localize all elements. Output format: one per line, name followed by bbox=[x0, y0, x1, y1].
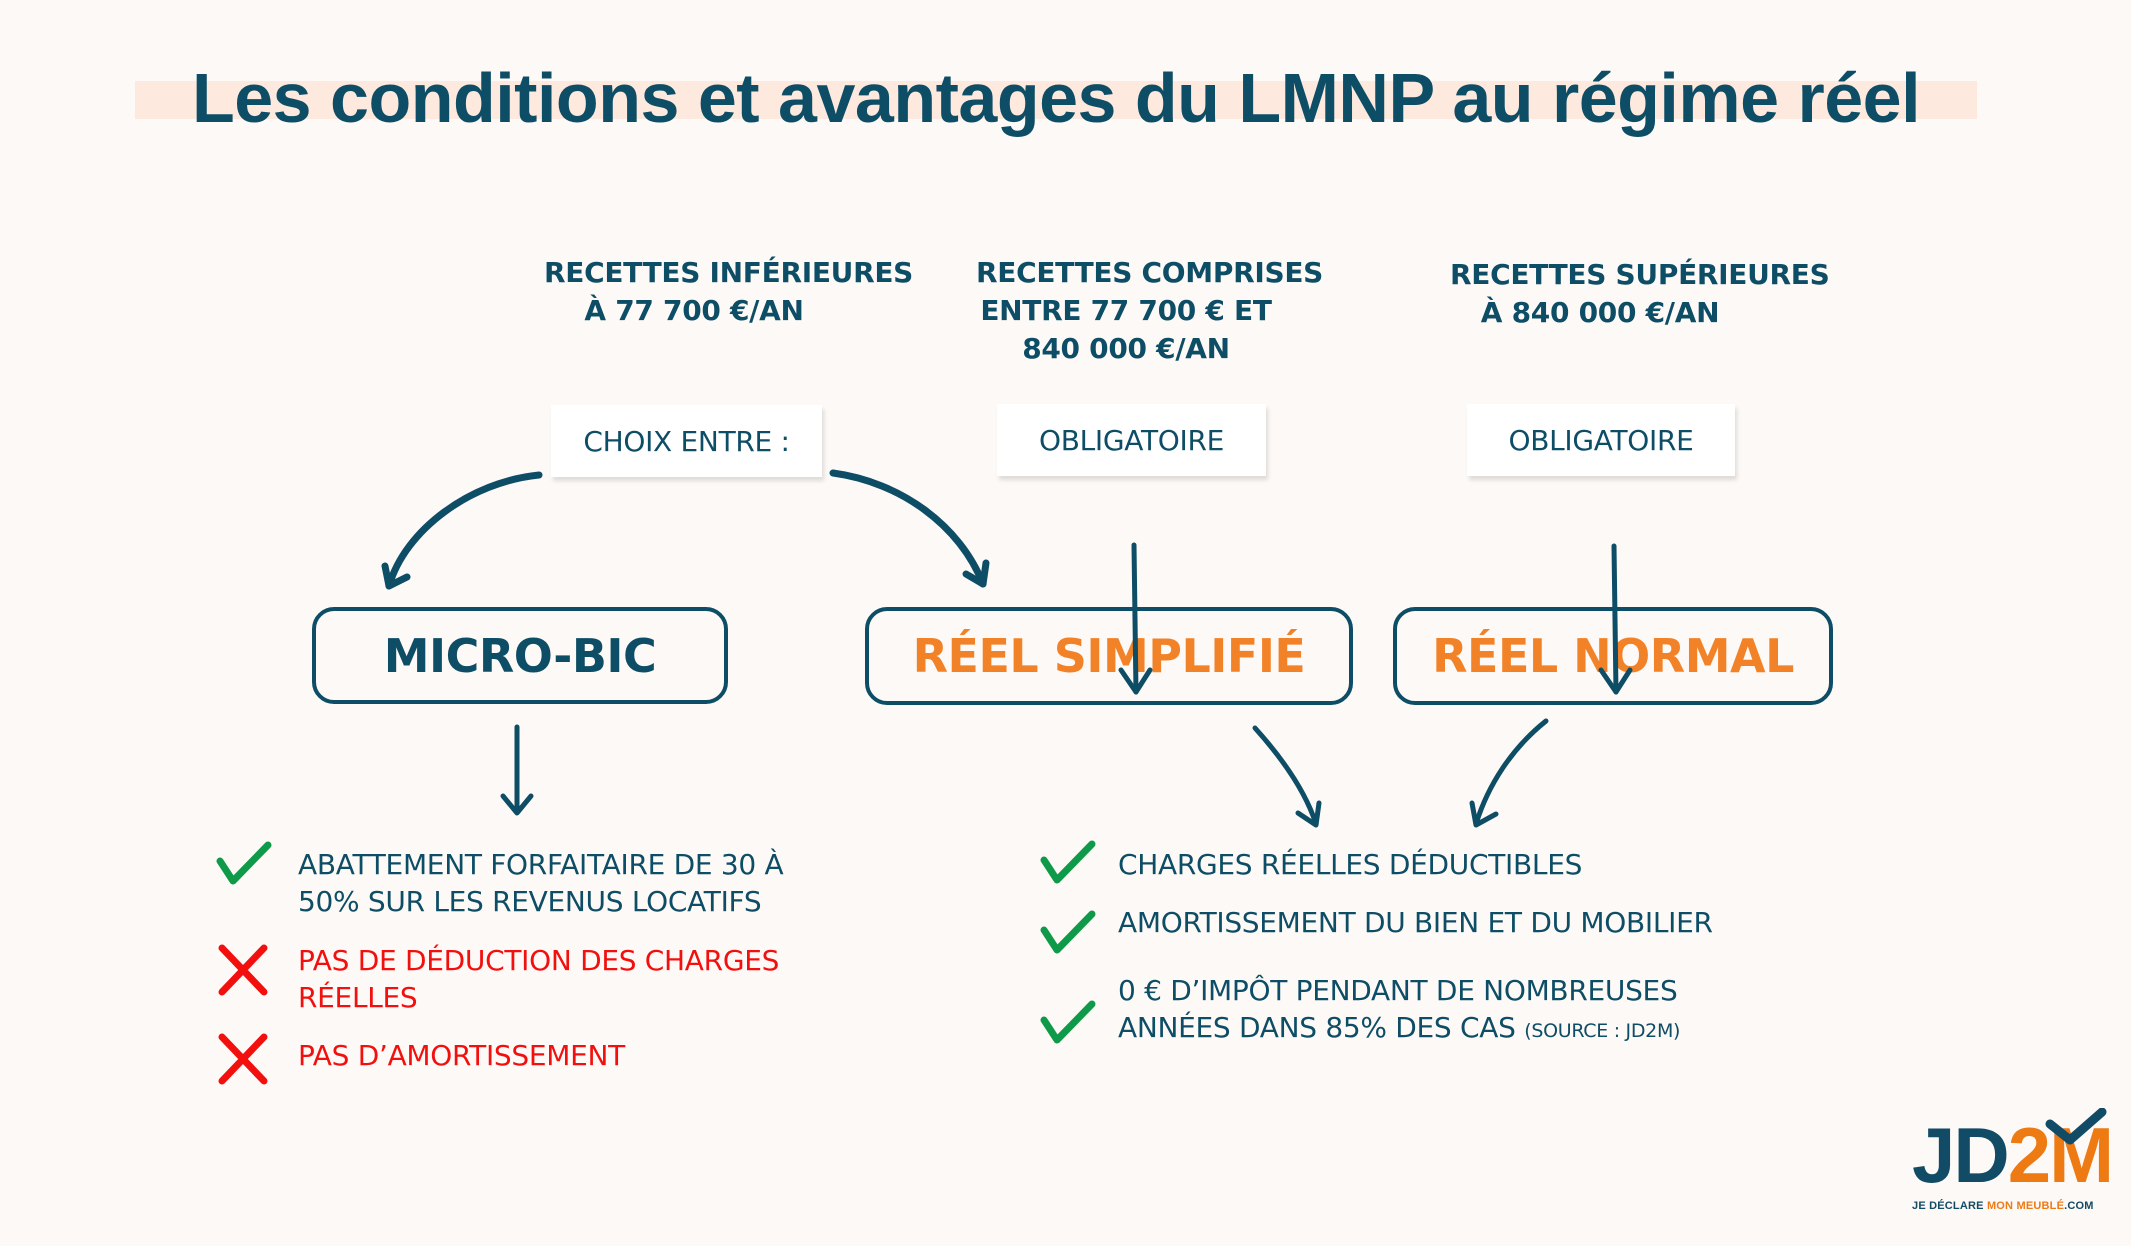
page-title: Les conditions et avantages du LMNP au r… bbox=[191, 59, 1921, 137]
list-item: ABATTEMENT FORFAITAIRE DE 30 À 50% SUR L… bbox=[216, 840, 916, 938]
item-line: 50% SUR LES REVENUS LOCATIFS bbox=[298, 885, 762, 918]
list-item: CHARGES RÉELLES DÉDUCTIBLES bbox=[1040, 840, 1940, 910]
item-line: AMORTISSEMENT DU BIEN ET DU MOBILIER bbox=[1118, 906, 1713, 939]
logo-tagline: JE DÉCLARE MON MEUBLÉ.COM bbox=[1912, 1200, 2122, 1212]
check-icon bbox=[216, 841, 272, 885]
regime-label: RÉEL SIMPLIFIÉ bbox=[912, 629, 1306, 683]
tagline-part: JE DÉCLARE bbox=[1912, 1200, 1987, 1212]
item-text: ABATTEMENT FORFAITAIRE DE 30 À 50% SUR L… bbox=[298, 846, 784, 920]
item-line: 0 € D’IMPÔT PENDANT DE NOMBREUSES bbox=[1118, 974, 1678, 1007]
item-text: PAS D’AMORTISSEMENT bbox=[298, 1037, 625, 1074]
logo-text-jd: JD bbox=[1912, 1111, 2010, 1199]
mandatory-tag-normal: OBLIGATOIRE bbox=[1467, 404, 1735, 476]
condition-line: ENTRE 77 700 € ET bbox=[980, 294, 1272, 327]
cross-icon bbox=[218, 944, 268, 996]
regime-micro-bic: MICRO-BIC bbox=[312, 607, 728, 704]
condition-line: RECETTES COMPRISES bbox=[976, 256, 1324, 289]
item-line: ANNÉES DANS 85% DES CAS (SOURCE : JD2M) bbox=[1118, 1009, 1680, 1050]
list-item: PAS DE DÉDUCTION DES CHARGES RÉELLES bbox=[216, 938, 916, 1037]
item-line: PAS DE DÉDUCTION DES CHARGES bbox=[298, 944, 780, 977]
title-highlight bbox=[135, 81, 1977, 119]
tagline-part: .COM bbox=[2064, 1200, 2094, 1212]
down-arrow-icon bbox=[1118, 542, 1153, 695]
choice-tag: CHOIX ENTRE : bbox=[551, 405, 822, 477]
item-text: 0 € D’IMPÔT PENDANT DE NOMBREUSES ANNÉES… bbox=[1118, 972, 1680, 1050]
down-arrow-icon bbox=[500, 724, 534, 816]
item-line: ABATTEMENT FORFAITAIRE DE 30 À bbox=[298, 848, 784, 881]
down-arrow-icon bbox=[1598, 543, 1633, 695]
checkmark-logo-icon bbox=[2045, 1108, 2107, 1145]
condition-line: À 840 000 €/AN bbox=[1480, 296, 1720, 329]
regime-reel-simplifie: RÉEL SIMPLIFIÉ bbox=[865, 607, 1353, 705]
mandatory-tag-simplified: OBLIGATOIRE bbox=[997, 404, 1266, 476]
list-item: PAS D’AMORTISSEMENT bbox=[216, 1033, 916, 1085]
regime-label: MICRO-BIC bbox=[383, 628, 657, 683]
item-line-text: ANNÉES DANS 85% DES CAS bbox=[1118, 1011, 1516, 1044]
cross-icon bbox=[218, 1033, 268, 1085]
curved-arrow-icon bbox=[1469, 718, 1549, 828]
item-line: RÉELLES bbox=[298, 981, 418, 1014]
curved-arrow-icon bbox=[1252, 725, 1322, 828]
curved-arrow-icon bbox=[381, 471, 543, 590]
condition-line: 840 000 €/AN bbox=[1022, 332, 1230, 365]
micro-bic-points: ABATTEMENT FORFAITAIRE DE 30 À 50% SUR L… bbox=[216, 840, 916, 1085]
jd2m-logo: JD2M JE DÉCLARE MON MEUBLÉ.COM bbox=[1912, 1108, 2122, 1212]
condition-line: À 77 700 €/AN bbox=[584, 294, 804, 327]
source-note: (SOURCE : JD2M) bbox=[1524, 1020, 1681, 1042]
tagline-part: MON MEUBLÉ bbox=[1986, 1200, 2065, 1212]
mandatory-tag-label: OBLIGATOIRE bbox=[1038, 423, 1225, 457]
list-item: 0 € D’IMPÔT PENDANT DE NOMBREUSES ANNÉES… bbox=[1040, 974, 1940, 1050]
list-item: AMORTISSEMENT DU BIEN ET DU MOBILIER bbox=[1040, 906, 1940, 986]
check-icon bbox=[1040, 910, 1096, 954]
check-icon bbox=[1040, 1000, 1096, 1044]
item-line: PAS D’AMORTISSEMENT bbox=[298, 1039, 625, 1072]
item-text: AMORTISSEMENT DU BIEN ET DU MOBILIER bbox=[1118, 904, 1713, 941]
item-line: CHARGES RÉELLES DÉDUCTIBLES bbox=[1118, 848, 1583, 881]
reel-points: CHARGES RÉELLES DÉDUCTIBLES AMORTISSEMEN… bbox=[1040, 840, 1940, 1050]
condition-mid-revenue: RECETTES COMPRISES ENTRE 77 700 € ET 840… bbox=[976, 254, 1324, 368]
check-icon bbox=[1040, 840, 1096, 884]
curved-arrow-icon bbox=[829, 469, 990, 588]
choice-tag-label: CHOIX ENTRE : bbox=[583, 424, 790, 458]
item-text: PAS DE DÉDUCTION DES CHARGES RÉELLES bbox=[298, 942, 779, 1016]
mandatory-tag-label: OBLIGATOIRE bbox=[1508, 423, 1694, 457]
item-text: CHARGES RÉELLES DÉDUCTIBLES bbox=[1118, 846, 1582, 883]
